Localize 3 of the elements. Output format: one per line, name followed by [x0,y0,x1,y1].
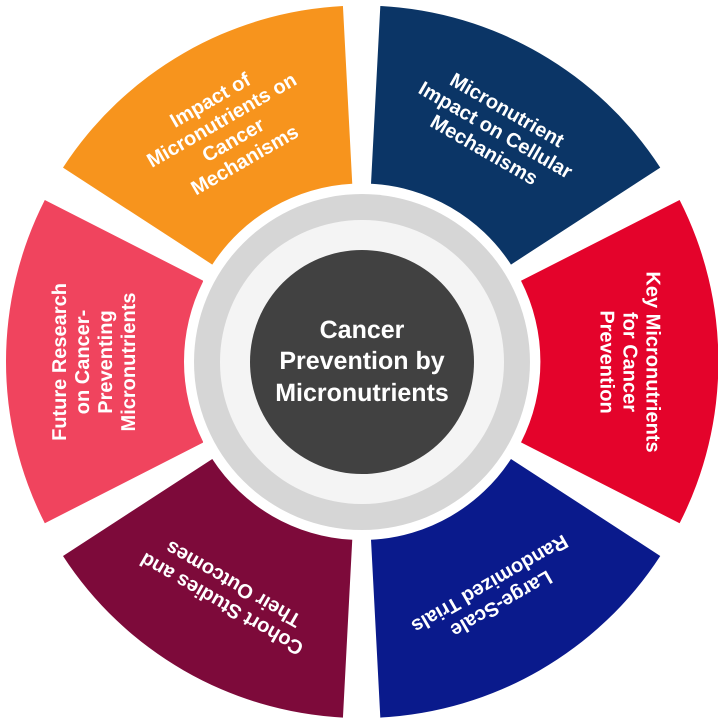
center-title: Cancer Prevention by Micronutrients [274,315,450,409]
segment-label: Future Research on Cancer-Preventing Micronutrients [49,282,141,443]
segment-label: Key Micronutrients for Cancer Prevention [594,270,664,454]
